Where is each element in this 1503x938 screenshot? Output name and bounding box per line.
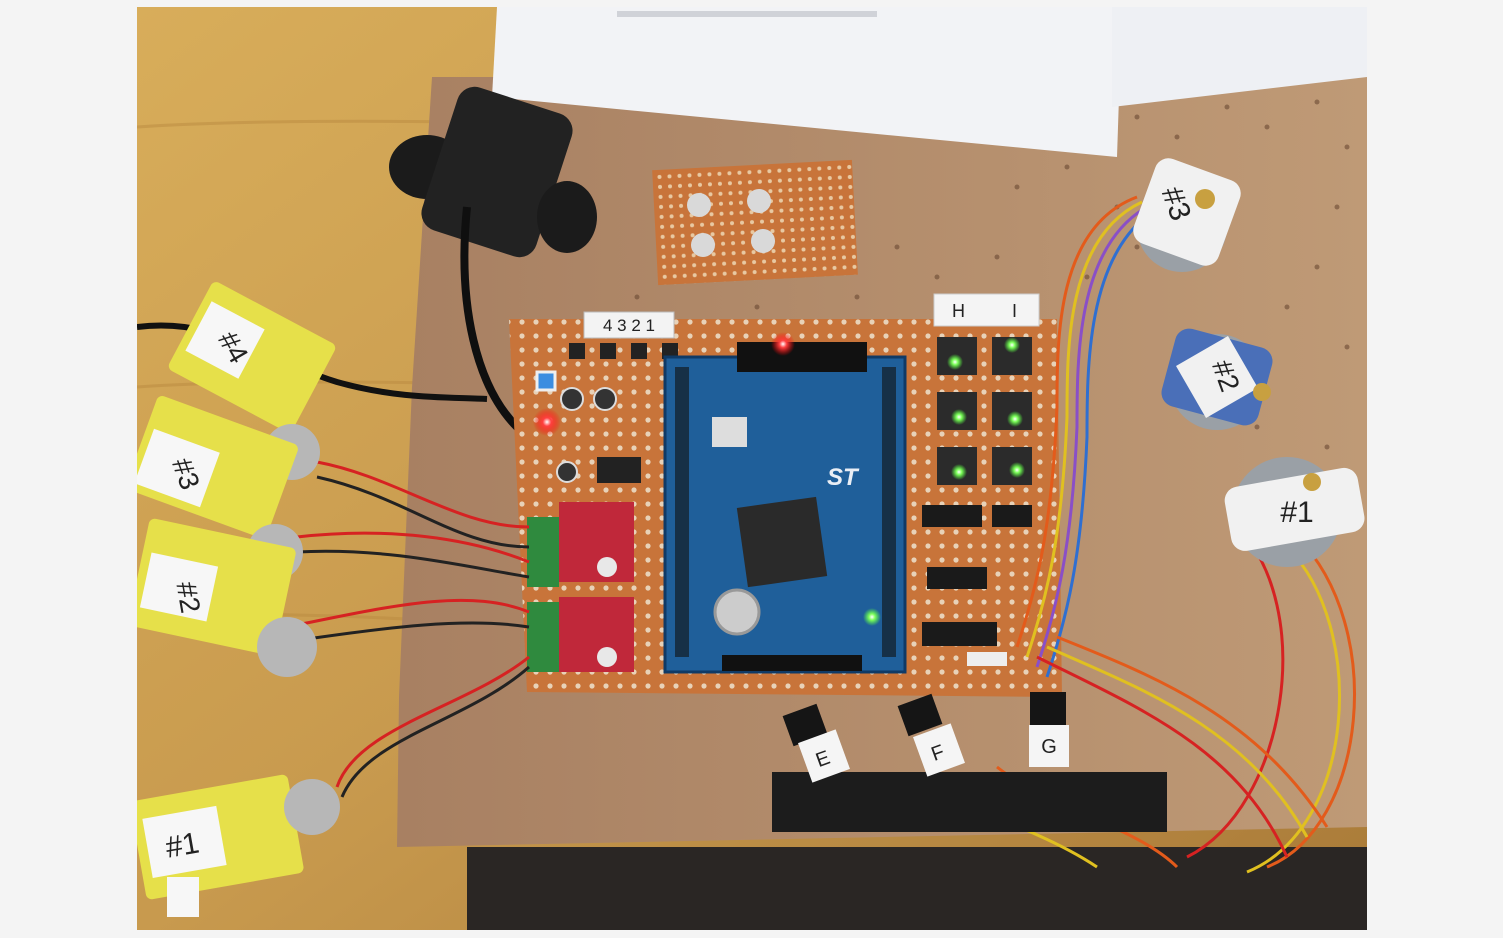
header-digits-label: 4 3 2 1 — [603, 316, 655, 335]
stepper-motor-1: #1 — [1224, 457, 1365, 567]
motor-driver-boards — [527, 502, 634, 672]
floor-shadow — [467, 847, 1367, 930]
st-logo-text: ST — [827, 464, 860, 491]
driver-h-label: H — [952, 301, 965, 321]
mcu-board: ST — [663, 332, 907, 674]
dc-motor-3: #3 — [137, 396, 303, 580]
motor-2-label: #2 — [170, 579, 206, 615]
motor-1-label: #1 — [163, 826, 202, 864]
stepper-1-label: #1 — [1280, 496, 1313, 529]
stepper-driver-area: H I — [922, 293, 1040, 666]
stepper-motor-2: #2 — [1161, 328, 1273, 430]
flow-sensor — [389, 86, 597, 508]
driver-i-label: I — [1012, 301, 1017, 321]
sensor-e: E — [782, 703, 850, 783]
sensor-g-label: G — [1041, 736, 1057, 758]
sensor-f: F — [897, 693, 965, 777]
photo: 4 3 2 1 — [137, 7, 1367, 930]
dc-motor-1: #1 — [137, 774, 340, 917]
sensor-g: G — [1029, 692, 1069, 767]
dc-motor-2: #2 — [137, 518, 317, 677]
paper-sheet — [492, 7, 1367, 157]
motor-wires — [286, 460, 530, 798]
black-tape — [772, 772, 1167, 832]
button-perfboard — [652, 159, 858, 286]
stepper-motor-3: #3 — [1133, 158, 1241, 272]
